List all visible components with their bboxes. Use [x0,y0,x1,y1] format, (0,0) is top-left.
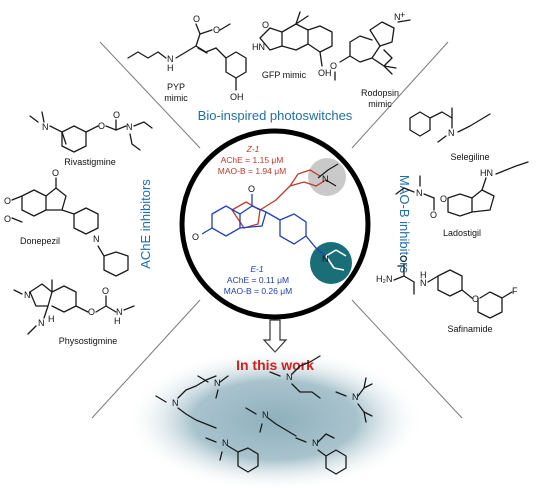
svg-text:OH: OH [230,92,244,102]
svg-text:H: H [48,314,55,324]
svg-text:H: H [167,63,174,73]
svg-text:O: O [88,307,95,317]
safinamide-structure: H₂N O N H O F [376,254,518,319]
svg-text:O: O [472,294,479,304]
svg-text:+: + [400,10,405,20]
amine-dipropylamine: N [269,355,321,399]
down-arrow [262,319,288,353]
rodopsin-mimic-structure: N + O [330,10,411,81]
donepezil-structure: O O O N [4,168,129,277]
svg-text:N: N [322,174,329,184]
donepezil-label: Donepezil [20,236,60,246]
svg-text:OH: OH [318,68,332,78]
z-isomer-ache: AChE = 1.15 μM [221,155,284,165]
svg-text:N: N [116,307,123,317]
svg-text:N: N [172,398,179,408]
z-isomer-maob: MAO-B = 1.94 μM [218,166,286,176]
svg-text:N: N [126,122,133,132]
svg-text:N: N [416,188,423,198]
svg-text:N: N [262,410,269,420]
svg-text:O: O [102,286,109,296]
e-isomer-ache: AChE = 0.11 μM [227,275,289,285]
svg-text:F: F [512,286,518,296]
svg-text:N: N [312,438,319,448]
svg-text:N: N [322,254,329,264]
svg-text:O: O [330,61,337,71]
svg-text:N: N [394,12,401,22]
physostigmine-structure: N N H O O N H [13,279,135,335]
pyp-mimic-label-2: mimic [164,93,188,103]
rivastigmine-structure: N O O N [29,110,153,153]
svg-text:O: O [262,20,269,30]
amine-methylbutylamine: N [245,407,297,437]
in-this-work-label: In this work [236,357,314,373]
svg-text:N: N [38,318,45,328]
physostigmine-label: Physostigmine [59,336,118,346]
svg-text:O: O [430,210,437,220]
ladostigil-label: Ladostigil [443,228,481,238]
z-isomer-structure: N [231,163,339,229]
rodopsin-mimic-label-1: Rodopsin [361,88,399,98]
z-amine-highlight [308,158,346,196]
svg-text:O: O [400,254,407,264]
safinamide-label: Safinamide [447,324,492,334]
pyp-mimic-label-1: PYP [167,82,185,92]
svg-text:N: N [286,372,293,382]
svg-text:O: O [113,110,120,120]
divider-lines [91,41,463,419]
svg-text:H: H [114,316,121,326]
svg-text:N: N [448,128,455,138]
svg-text:HN: HN [252,42,265,52]
e-isomer-title: E-1 [250,264,264,274]
svg-text:H: H [420,270,427,280]
amine-dibutylamine: N [155,375,217,429]
svg-text:O: O [440,194,447,204]
selegiline-structure: N [409,107,491,143]
section-title-ache: AChE inhibitors [138,179,153,269]
svg-text:N: N [352,392,359,402]
svg-text:O: O [4,196,11,206]
rivastigmine-label: Rivastigmine [64,157,116,167]
svg-text:O: O [193,14,200,24]
svg-text:N: N [42,122,49,132]
svg-text:N: N [420,278,427,288]
section-title-maob: MAO-B inhibitors [397,175,412,274]
svg-text:N: N [167,54,174,64]
selegiline-label: Selegiline [450,152,489,162]
svg-text:O: O [213,25,220,35]
pyp-mimic-structure: NH O O OH [127,14,247,102]
svg-text:N: N [214,378,221,388]
svg-text:O: O [98,121,105,131]
e-isomer-structure: O O N [192,184,347,271]
svg-text:HN: HN [480,168,493,178]
svg-text:N: N [93,234,100,244]
svg-text:O: O [4,214,11,224]
e-isomer-maob: MAO-B = 0.26 μM [224,286,292,296]
section-title-photoswitches: Bio-inspired photoswitches [198,108,353,123]
z-isomer-title: Z-1 [246,144,260,154]
svg-text:N: N [24,290,31,300]
amine-methylbenzylamine: N [205,437,259,473]
rodopsin-mimic-label-2: mimic [368,99,392,109]
amine-diisopropylamine: N [335,377,373,423]
gfp-mimic-label: GFP mimic [262,70,307,80]
svg-text:O: O [192,232,199,242]
svg-text:O: O [52,168,59,178]
svg-text:N: N [222,438,229,448]
svg-text:O: O [248,184,255,194]
gfp-mimic-structure: O HN OH [252,11,333,78]
svg-text:H₂N: H₂N [376,274,393,284]
amine-dimethylamine: N [197,375,229,399]
amine-ethylbenzylamine: N [295,433,347,475]
ladostigil-structure: N O O HN [395,161,529,220]
